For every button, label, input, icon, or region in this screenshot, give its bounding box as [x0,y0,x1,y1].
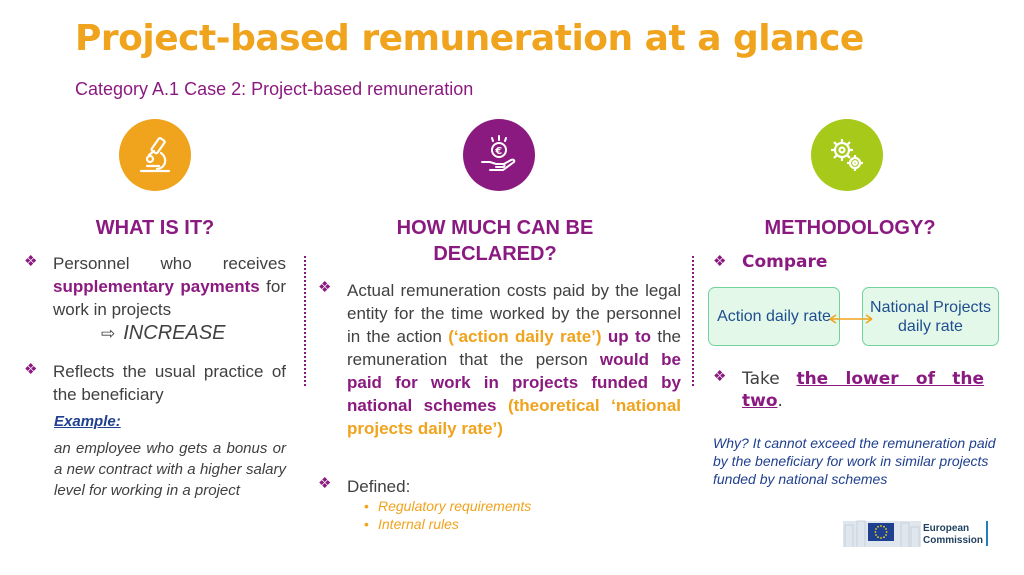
col3-heading: METHODOLOGY? [764,217,936,239]
action-daily-rate-box: Action daily rate [708,287,840,346]
col1-b1-pre: Personnel who receives [53,254,286,273]
col1-bullet1: Personnel who receives supplementary pay… [53,252,286,321]
logo-line2: Commission [923,535,984,546]
diamond-bullet-icon: ❖ [24,253,38,270]
arrow-right-icon: ⇨ [101,324,116,343]
take-bold: the lower of the two [742,369,984,411]
take-lower-text: Take the lower of the two. [742,368,984,412]
col2-defined: Defined: [347,477,411,496]
sub-item-regulatory: Regulatory requirements [364,498,531,514]
compare-label: Compare [742,252,828,272]
diamond-bullet-icon: ❖ [713,368,727,385]
col2-heading: HOW MUCH CAN BE DECLARED? [396,217,594,265]
col1-b1-post: for work in projects [53,277,286,319]
page-title: Project-based remuneration at a glance [75,18,864,59]
col2-t5: would be paid for work in projects funde… [347,350,681,415]
col2-amount-text: Actual remuneration costs paid by the le… [347,279,681,440]
eu-flag-icon [843,520,921,547]
col2-t3: up to [607,327,652,346]
col2-t4: the remuneration that the person [347,327,682,369]
european-commission-logo: European Commission [843,511,993,551]
svg-text:€: € [494,146,502,157]
double-arrow-icon [829,314,873,324]
take-post: . [777,391,783,411]
increase-line: ⇨ INCREASE [101,322,226,345]
diamond-bullet-icon: ❖ [318,475,332,492]
diamond-bullet-icon: ❖ [24,361,38,378]
euro-hand-icon: € [463,119,535,191]
col2-t6: (theoretical ‘national projects daily ra… [347,396,681,438]
national-daily-rate-box: National Projects daily rate [862,287,999,346]
diamond-bullet-icon: ❖ [713,253,727,270]
logo-bar [986,521,988,546]
page-subtitle: Category A.1 Case 2: Project-based remun… [75,79,474,99]
why-note: Why? It cannot exceed the remuneration p… [713,435,996,487]
divider-left [304,256,306,386]
diamond-bullet-icon: ❖ [318,279,332,296]
col1-b1-bold: supplementary payments [53,277,260,296]
example-label: Example: [54,413,121,430]
col1-heading: WHAT IS IT? [95,217,215,239]
gears-icon [811,119,883,191]
col2-t1: Actual remuneration costs paid by the le… [347,281,681,346]
divider-right [692,256,694,386]
logo-line1: European [923,523,970,534]
example-text: an employee who gets a bonus or a new co… [54,440,286,499]
microscope-icon [119,119,191,191]
sub-item-internal: Internal rules [364,516,459,532]
increase-label: INCREASE [123,322,226,344]
take-pre: Take [742,369,780,389]
col2-t2: (‘action daily rate’) [448,327,602,346]
col1-bullet2: Reflects the usual practice of the benef… [53,362,286,404]
logo-text: European Commission [923,523,983,547]
